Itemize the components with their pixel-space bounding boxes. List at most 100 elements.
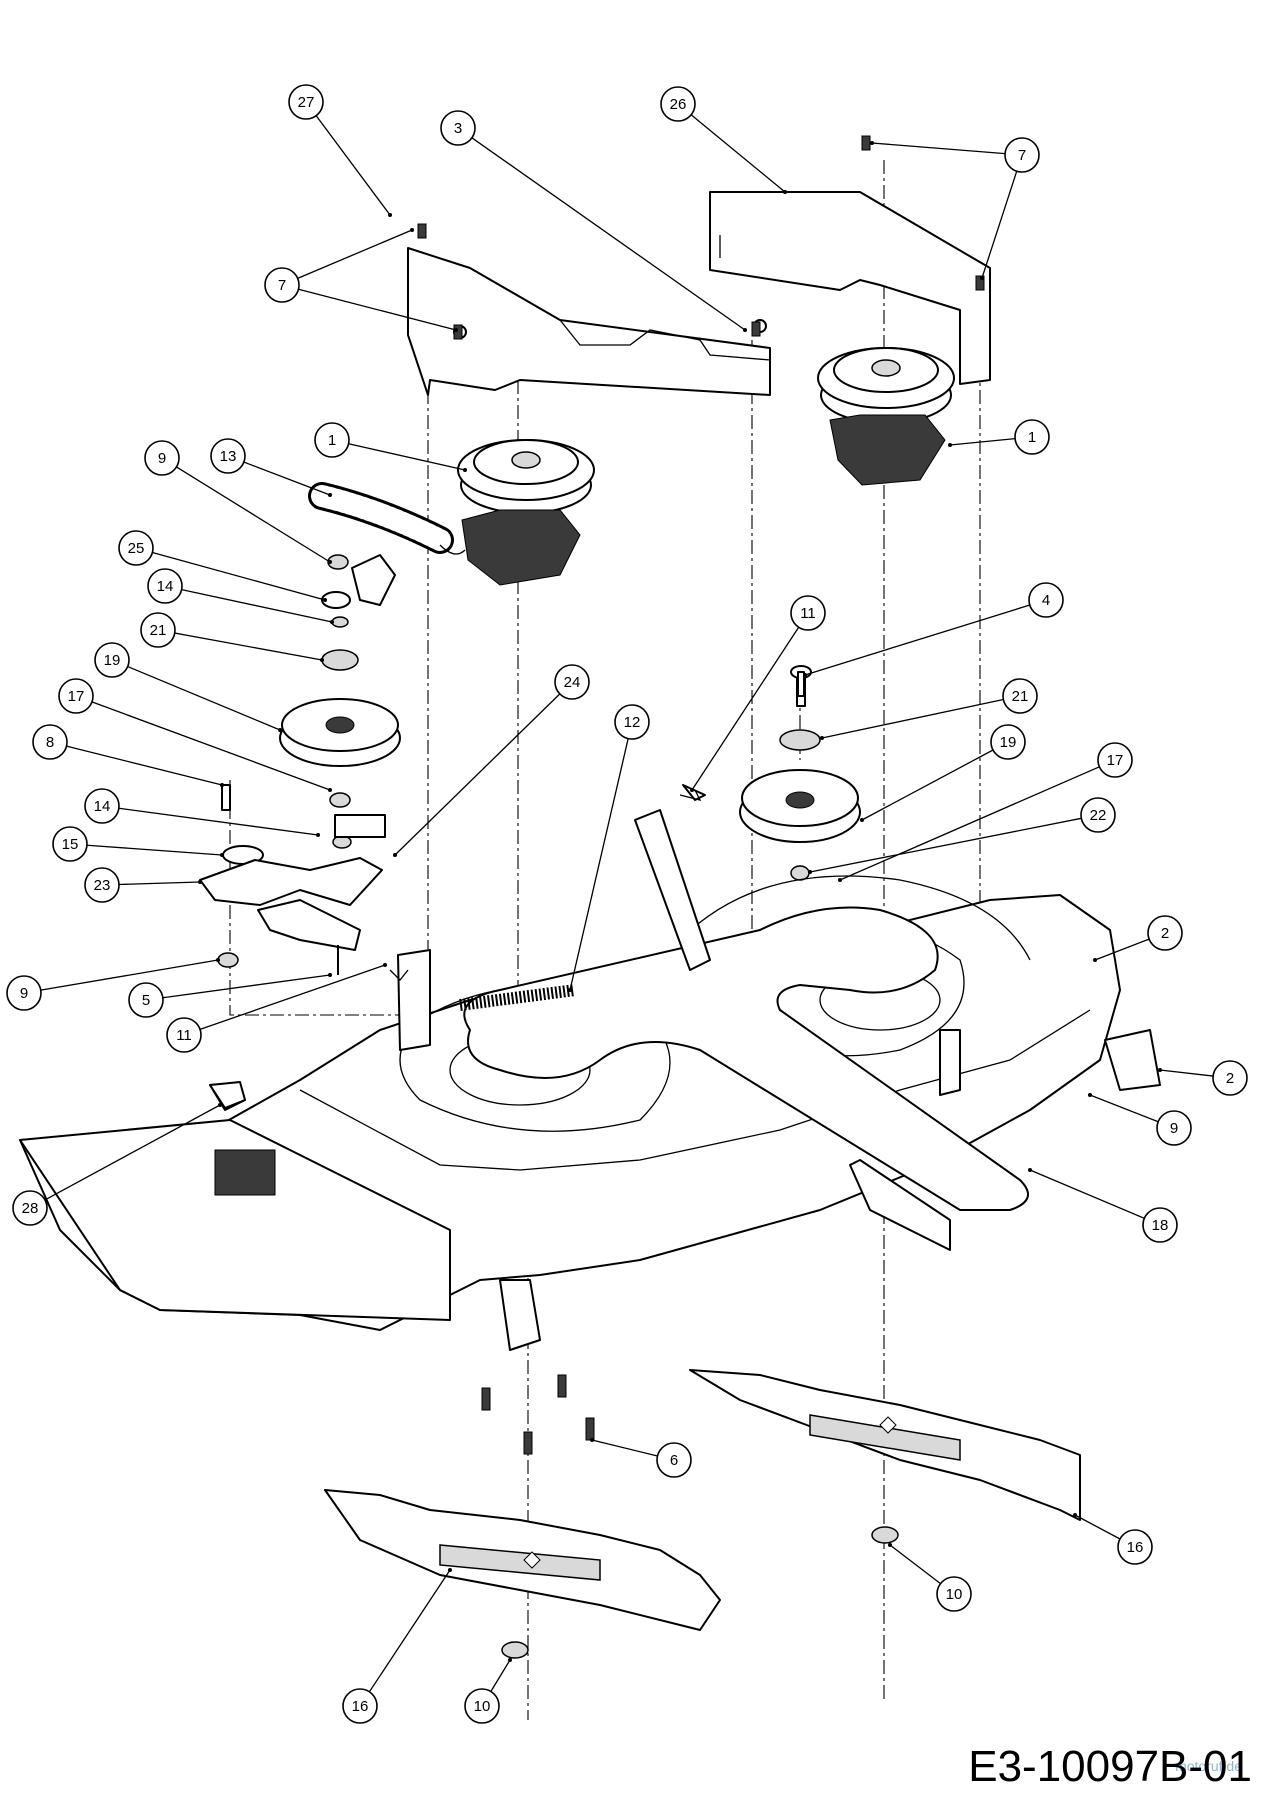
leader-arrowhead bbox=[328, 560, 332, 564]
callout-17: 17 bbox=[58, 678, 94, 714]
callout-circle bbox=[614, 704, 650, 740]
callout-circle bbox=[1014, 419, 1050, 455]
leader-arrowhead bbox=[1028, 1168, 1032, 1172]
leader-line-24 bbox=[394, 693, 561, 856]
callout-circle bbox=[1097, 742, 1133, 778]
leader-arrowhead bbox=[743, 328, 747, 332]
callout-circle bbox=[790, 595, 826, 631]
leader-line-7 bbox=[871, 142, 1006, 155]
callout-label: 24 bbox=[564, 674, 581, 691]
callout-label: 21 bbox=[1012, 688, 1029, 705]
leader-line-9 bbox=[176, 466, 331, 563]
callout-18: 18 bbox=[1142, 1207, 1178, 1243]
callout-16: 16 bbox=[1117, 1529, 1153, 1565]
leader-line-17 bbox=[91, 701, 331, 791]
leader-line-1 bbox=[348, 443, 466, 471]
callout-circle bbox=[440, 110, 476, 146]
leader-line-7 bbox=[298, 288, 457, 331]
leader-arrowhead bbox=[323, 598, 327, 602]
callout-17: 17 bbox=[1097, 742, 1133, 778]
callout-circle bbox=[58, 678, 94, 714]
callout-10: 10 bbox=[936, 1576, 972, 1612]
callout-circle bbox=[52, 826, 88, 862]
callout-9: 9 bbox=[1156, 1110, 1192, 1146]
callout-label: 17 bbox=[1107, 752, 1124, 769]
callout-9: 9 bbox=[6, 975, 42, 1011]
callout-label: 10 bbox=[474, 1698, 491, 1715]
callout-label: 16 bbox=[1127, 1539, 1144, 1556]
leader-line-28 bbox=[44, 1104, 221, 1201]
callout-label: 16 bbox=[352, 1698, 369, 1715]
callout-24: 24 bbox=[554, 664, 590, 700]
leader-line-1 bbox=[949, 438, 1016, 446]
callout-1: 1 bbox=[1014, 419, 1050, 455]
leader-arrowhead bbox=[568, 988, 572, 992]
blade-nut-right bbox=[871, 1526, 899, 1544]
blade-bolts bbox=[481, 1374, 595, 1455]
leader-arrowhead bbox=[328, 788, 332, 792]
leader-line-26 bbox=[690, 114, 786, 193]
callout-circle bbox=[147, 568, 183, 604]
leader-line-5 bbox=[162, 974, 331, 999]
leader-arrowhead bbox=[216, 958, 220, 962]
callout-23: 23 bbox=[84, 867, 120, 903]
leader-line-2 bbox=[1159, 1069, 1214, 1077]
callout-circle bbox=[990, 724, 1026, 760]
callout-label: 21 bbox=[150, 622, 167, 639]
leader-arrowhead bbox=[783, 190, 787, 194]
leader-arrowhead bbox=[218, 1103, 222, 1107]
tension-spring bbox=[308, 482, 466, 555]
callout-circle bbox=[144, 440, 180, 476]
callout-label: 25 bbox=[128, 540, 145, 557]
leader-arrowhead bbox=[454, 328, 458, 332]
callout-label: 19 bbox=[1000, 734, 1017, 751]
callout-circle bbox=[1028, 582, 1064, 618]
callout-label: 15 bbox=[62, 836, 79, 853]
leader-line-2 bbox=[1094, 938, 1150, 961]
callout-label: 28 bbox=[22, 1200, 39, 1217]
leader-arrowhead bbox=[328, 973, 332, 977]
callout-1: 1 bbox=[314, 422, 350, 458]
callout-14: 14 bbox=[84, 788, 120, 824]
leader-arrowhead bbox=[448, 1568, 452, 1572]
callout-label: 9 bbox=[20, 985, 28, 1002]
callout-circle bbox=[656, 1442, 692, 1478]
callout-21: 21 bbox=[140, 612, 176, 648]
leader-line-14 bbox=[118, 807, 319, 836]
callout-circle bbox=[118, 530, 154, 566]
deck-spring bbox=[459, 984, 576, 1011]
leader-arrowhead bbox=[220, 853, 224, 857]
callout-circle bbox=[166, 1017, 202, 1053]
callout-circle bbox=[210, 438, 246, 474]
callout-circle bbox=[288, 84, 324, 120]
callout-circle bbox=[1002, 678, 1038, 714]
idler-stack-left bbox=[199, 554, 401, 975]
leader-arrowhead bbox=[198, 880, 202, 884]
callout-25: 25 bbox=[118, 530, 154, 566]
leader-arrowhead bbox=[330, 620, 334, 624]
callout-label: 8 bbox=[46, 734, 54, 751]
leader-arrowhead bbox=[1073, 1513, 1077, 1517]
callout-label: 3 bbox=[454, 120, 462, 137]
callout-circle bbox=[1156, 1110, 1192, 1146]
callout-19: 19 bbox=[94, 642, 130, 678]
callout-label: 14 bbox=[94, 798, 111, 815]
callout-11: 11 bbox=[790, 595, 826, 631]
leader-arrowhead bbox=[328, 493, 332, 497]
leader-line-27 bbox=[315, 115, 391, 216]
leader-line-12 bbox=[569, 738, 629, 991]
leader-arrowhead bbox=[316, 833, 320, 837]
leader-line-16 bbox=[1074, 1514, 1121, 1540]
leader-arrowhead bbox=[463, 468, 467, 472]
leader-line-11 bbox=[199, 964, 386, 1031]
callout-label: 12 bbox=[624, 714, 641, 731]
leader-line-9 bbox=[40, 959, 219, 991]
belt-guard-right bbox=[709, 191, 991, 385]
callout-label: 10 bbox=[946, 1586, 963, 1603]
callout-19: 19 bbox=[990, 724, 1026, 760]
callout-22: 22 bbox=[1080, 797, 1116, 833]
leader-arrowhead bbox=[1093, 958, 1097, 962]
callout-label: 27 bbox=[298, 94, 315, 111]
leader-arrowhead bbox=[870, 141, 874, 145]
